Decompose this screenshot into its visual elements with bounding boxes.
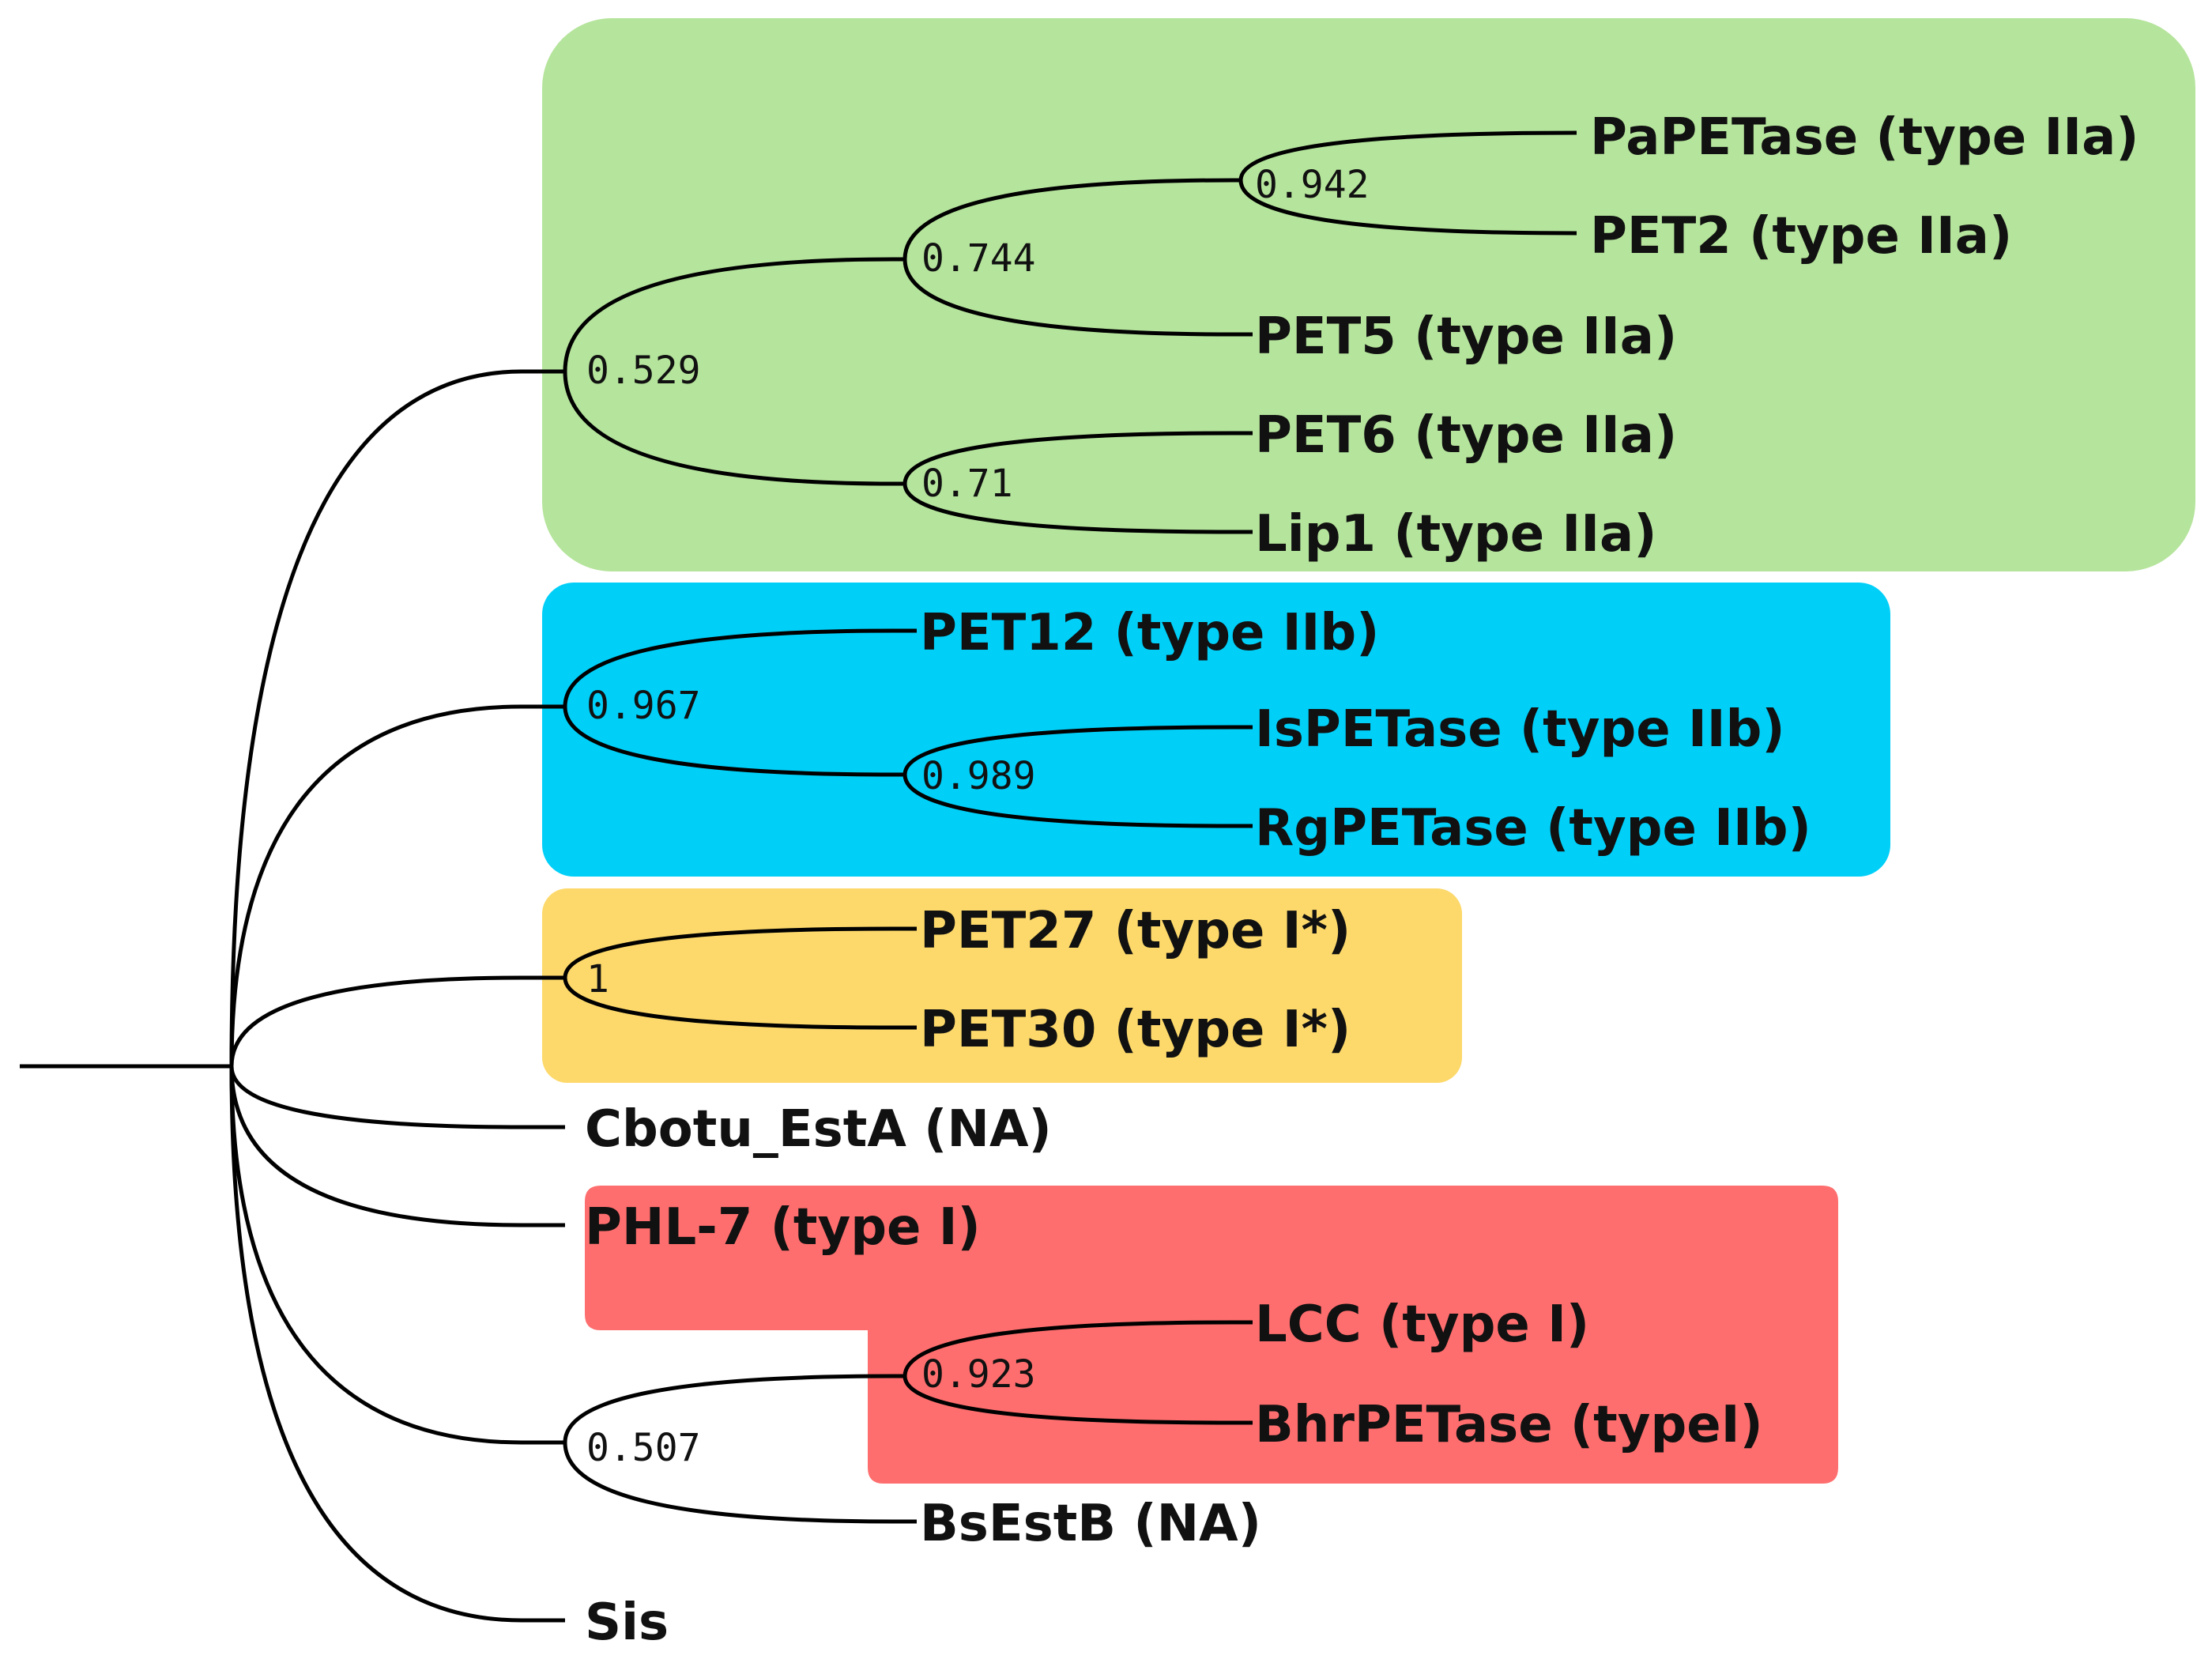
branch-type-iib	[229, 704, 565, 1067]
leaf-rgpetase: RgPETase (type IIb)	[1255, 799, 1811, 858]
branch-phl7	[229, 1065, 565, 1227]
leaf-lcc: LCC (type I)	[1255, 1295, 1589, 1354]
branch-lcc-bhr-bsestb	[229, 1065, 565, 1445]
support-type-iia-root: 0.529	[586, 349, 701, 393]
clade-box-type-iia	[542, 18, 2195, 571]
node-lcc-bhr	[903, 1320, 1253, 1425]
node-papetase-pet2	[1238, 130, 1577, 236]
support-papetase-pet2: 0.942	[1255, 163, 1370, 207]
support-lcc-bhr-bsestb: 0.507	[586, 1426, 701, 1470]
branch-cbotu-esta	[229, 1065, 565, 1129]
support-type-iib-root: 0.967	[586, 684, 701, 728]
leaf-cbotu-esta: Cbotu_EstA (NA)	[585, 1100, 1052, 1159]
root-fan	[229, 369, 565, 1623]
leaf-pet30: PET30 (type I*)	[920, 1001, 1351, 1059]
support-pet27-pet30: 1	[586, 957, 609, 1001]
clade-box-type-iib	[542, 583, 1890, 877]
tree-branches	[20, 130, 1577, 1623]
node-pet6-lip1	[903, 431, 1253, 534]
clade-type-i-star	[563, 926, 917, 1030]
support-is-rg: 0.989	[921, 754, 1036, 798]
node-is-rg	[903, 725, 1253, 828]
leaf-ispetase: IsPETase (type IIb)	[1255, 700, 1785, 759]
support-values: 0.942 0.744 0.529 0.71 0.967 0.989 1 0.9…	[586, 163, 1370, 1470]
leaf-pet6: PET6 (type IIa)	[1255, 406, 1677, 465]
support-lcc-bhr: 0.923	[921, 1352, 1036, 1397]
leaf-pet5: PET5 (type IIa)	[1255, 307, 1677, 366]
leaf-phl7: PHL-7 (type I)	[585, 1198, 981, 1257]
leaf-pet12: PET12 (type IIb)	[920, 604, 1379, 662]
clade-type-iia	[563, 257, 905, 486]
support-pet6-lip1: 0.71	[921, 462, 1013, 506]
clade-type-iib	[563, 628, 917, 777]
branch-type-i-star	[229, 975, 565, 1067]
leaf-papetase: PaPETase (type IIa)	[1590, 108, 2139, 167]
leaf-labels: PaPETase (type IIa) PET2 (type IIa) PET5…	[585, 108, 2139, 1652]
support-pa-pet2-pet5: 0.744	[921, 236, 1036, 281]
leaf-sis: Sis	[585, 1593, 669, 1652]
clade-box-type-i	[585, 1186, 1838, 1484]
node-lcc-bhr-bsestb	[563, 1374, 917, 1524]
leaf-lip1: Lip1 (type IIa)	[1255, 505, 1656, 564]
leaf-pet2: PET2 (type IIa)	[1590, 207, 2012, 266]
clade-box-type-i-star	[542, 888, 1462, 1083]
leaf-bsestb: BsEstB (NA)	[920, 1495, 1261, 1553]
leaf-pet27: PET27 (type I*)	[920, 902, 1351, 960]
leaf-bhrpetase: BhrPETase (typeI)	[1255, 1396, 1763, 1454]
node-pa-pet2-pet5	[903, 178, 1253, 337]
